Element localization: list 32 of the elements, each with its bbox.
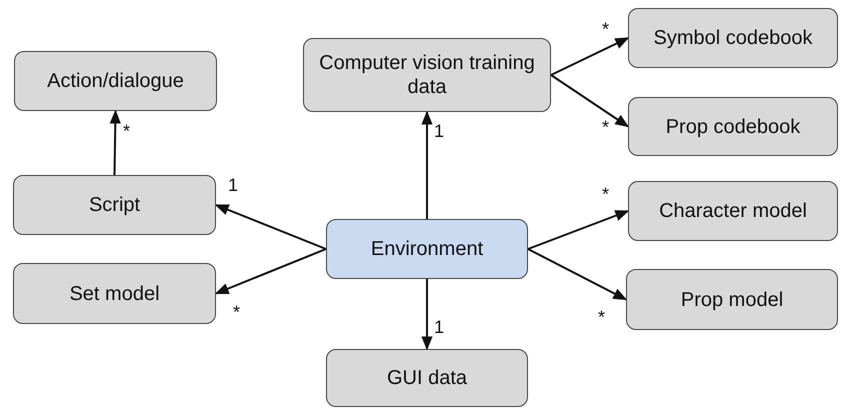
entity-name: Symbol codebook <box>654 26 812 50</box>
entity-name: Computer vision training data <box>318 51 536 99</box>
entity-name: Script <box>88 193 140 217</box>
entity-name: Character model <box>659 199 807 223</box>
entity-name: Prop codebook <box>666 114 800 138</box>
multiplicity-label: 1 <box>434 122 444 140</box>
arrow <box>214 248 326 294</box>
arrow <box>550 74 630 128</box>
entity-box <box>326 219 528 279</box>
entity-box <box>628 97 838 156</box>
entity-box <box>628 181 838 241</box>
arrow <box>110 110 121 176</box>
entity-box <box>13 263 216 324</box>
arrow <box>214 204 326 250</box>
entity-name: Action/dialogue <box>47 69 184 93</box>
entity-box <box>626 269 838 330</box>
arrow <box>421 279 433 350</box>
entity-box <box>326 349 528 407</box>
arrow <box>550 37 630 76</box>
entity-box <box>14 51 217 111</box>
multiplicity-label: 1 <box>434 318 444 336</box>
arrow <box>528 210 630 250</box>
entity-name: Prop model <box>680 288 784 312</box>
entity-name: Set model <box>69 282 160 306</box>
entity-box <box>628 8 838 68</box>
arrow <box>528 248 628 300</box>
arrow <box>421 110 433 219</box>
multiplicity-label: 1 <box>228 176 238 194</box>
entity-box <box>303 38 551 112</box>
entity-box <box>13 175 216 235</box>
entity-name: GUI data <box>386 366 468 390</box>
entity-name: Environment <box>370 237 484 261</box>
